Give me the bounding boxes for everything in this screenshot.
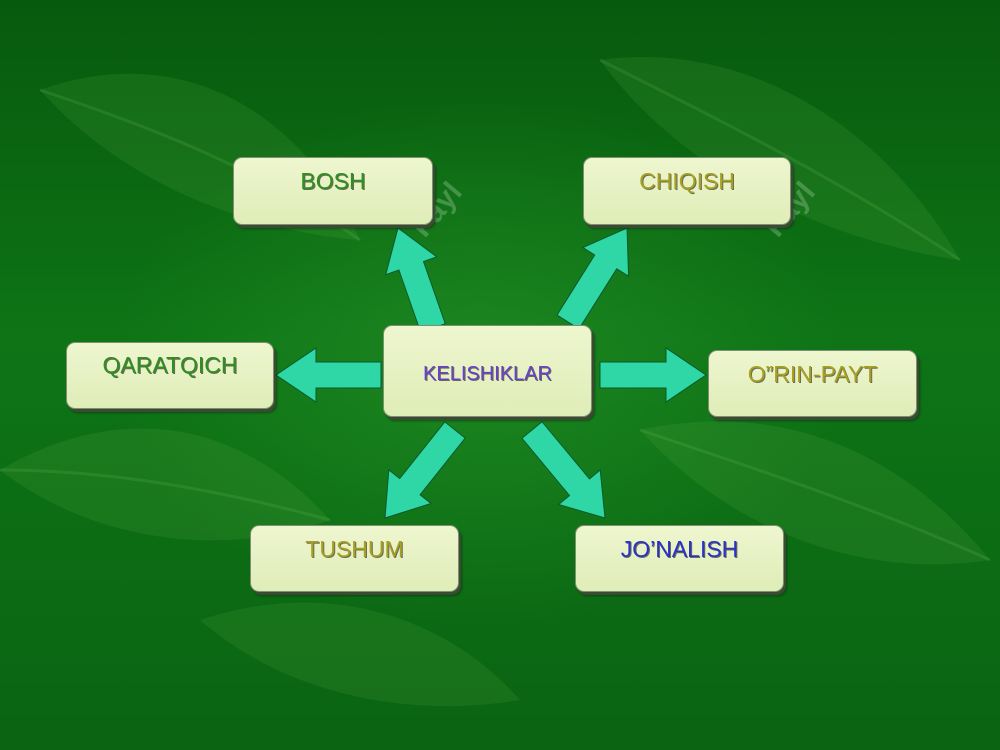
arrow-to-tushum	[384, 421, 466, 519]
arrow-to-bosh	[384, 227, 446, 333]
node-qaratqich: QARATQICH	[66, 342, 274, 409]
node-orin-payt: O”RIN-PAYT	[708, 350, 917, 417]
node-bosh: BOSH	[233, 157, 433, 225]
node-tushum-label: TUSHUM	[305, 536, 404, 562]
node-jonalish: JO’NALISH	[575, 525, 784, 592]
arrow-to-chiqish	[556, 227, 630, 330]
node-chiqish-label: CHIQISH	[639, 168, 735, 194]
node-orin-payt-label: O”RIN-PAYT	[747, 361, 878, 387]
node-jonalish-label: JO’NALISH	[620, 536, 739, 562]
node-bosh-label: BOSH	[300, 168, 366, 194]
node-chiqish: CHIQISH	[583, 157, 791, 225]
arrow-to-jonalish	[521, 420, 606, 519]
node-qaratqich-label: QARATQICH	[102, 352, 238, 378]
node-kelishiklar: KELISHIKLAR	[383, 325, 592, 417]
arrow-to-orin-payt	[599, 347, 707, 403]
arrow-to-qaratqich	[275, 347, 382, 403]
node-kelishiklar-label: KELISHIKLAR	[423, 362, 552, 385]
node-tushum: TUSHUM	[250, 525, 459, 592]
